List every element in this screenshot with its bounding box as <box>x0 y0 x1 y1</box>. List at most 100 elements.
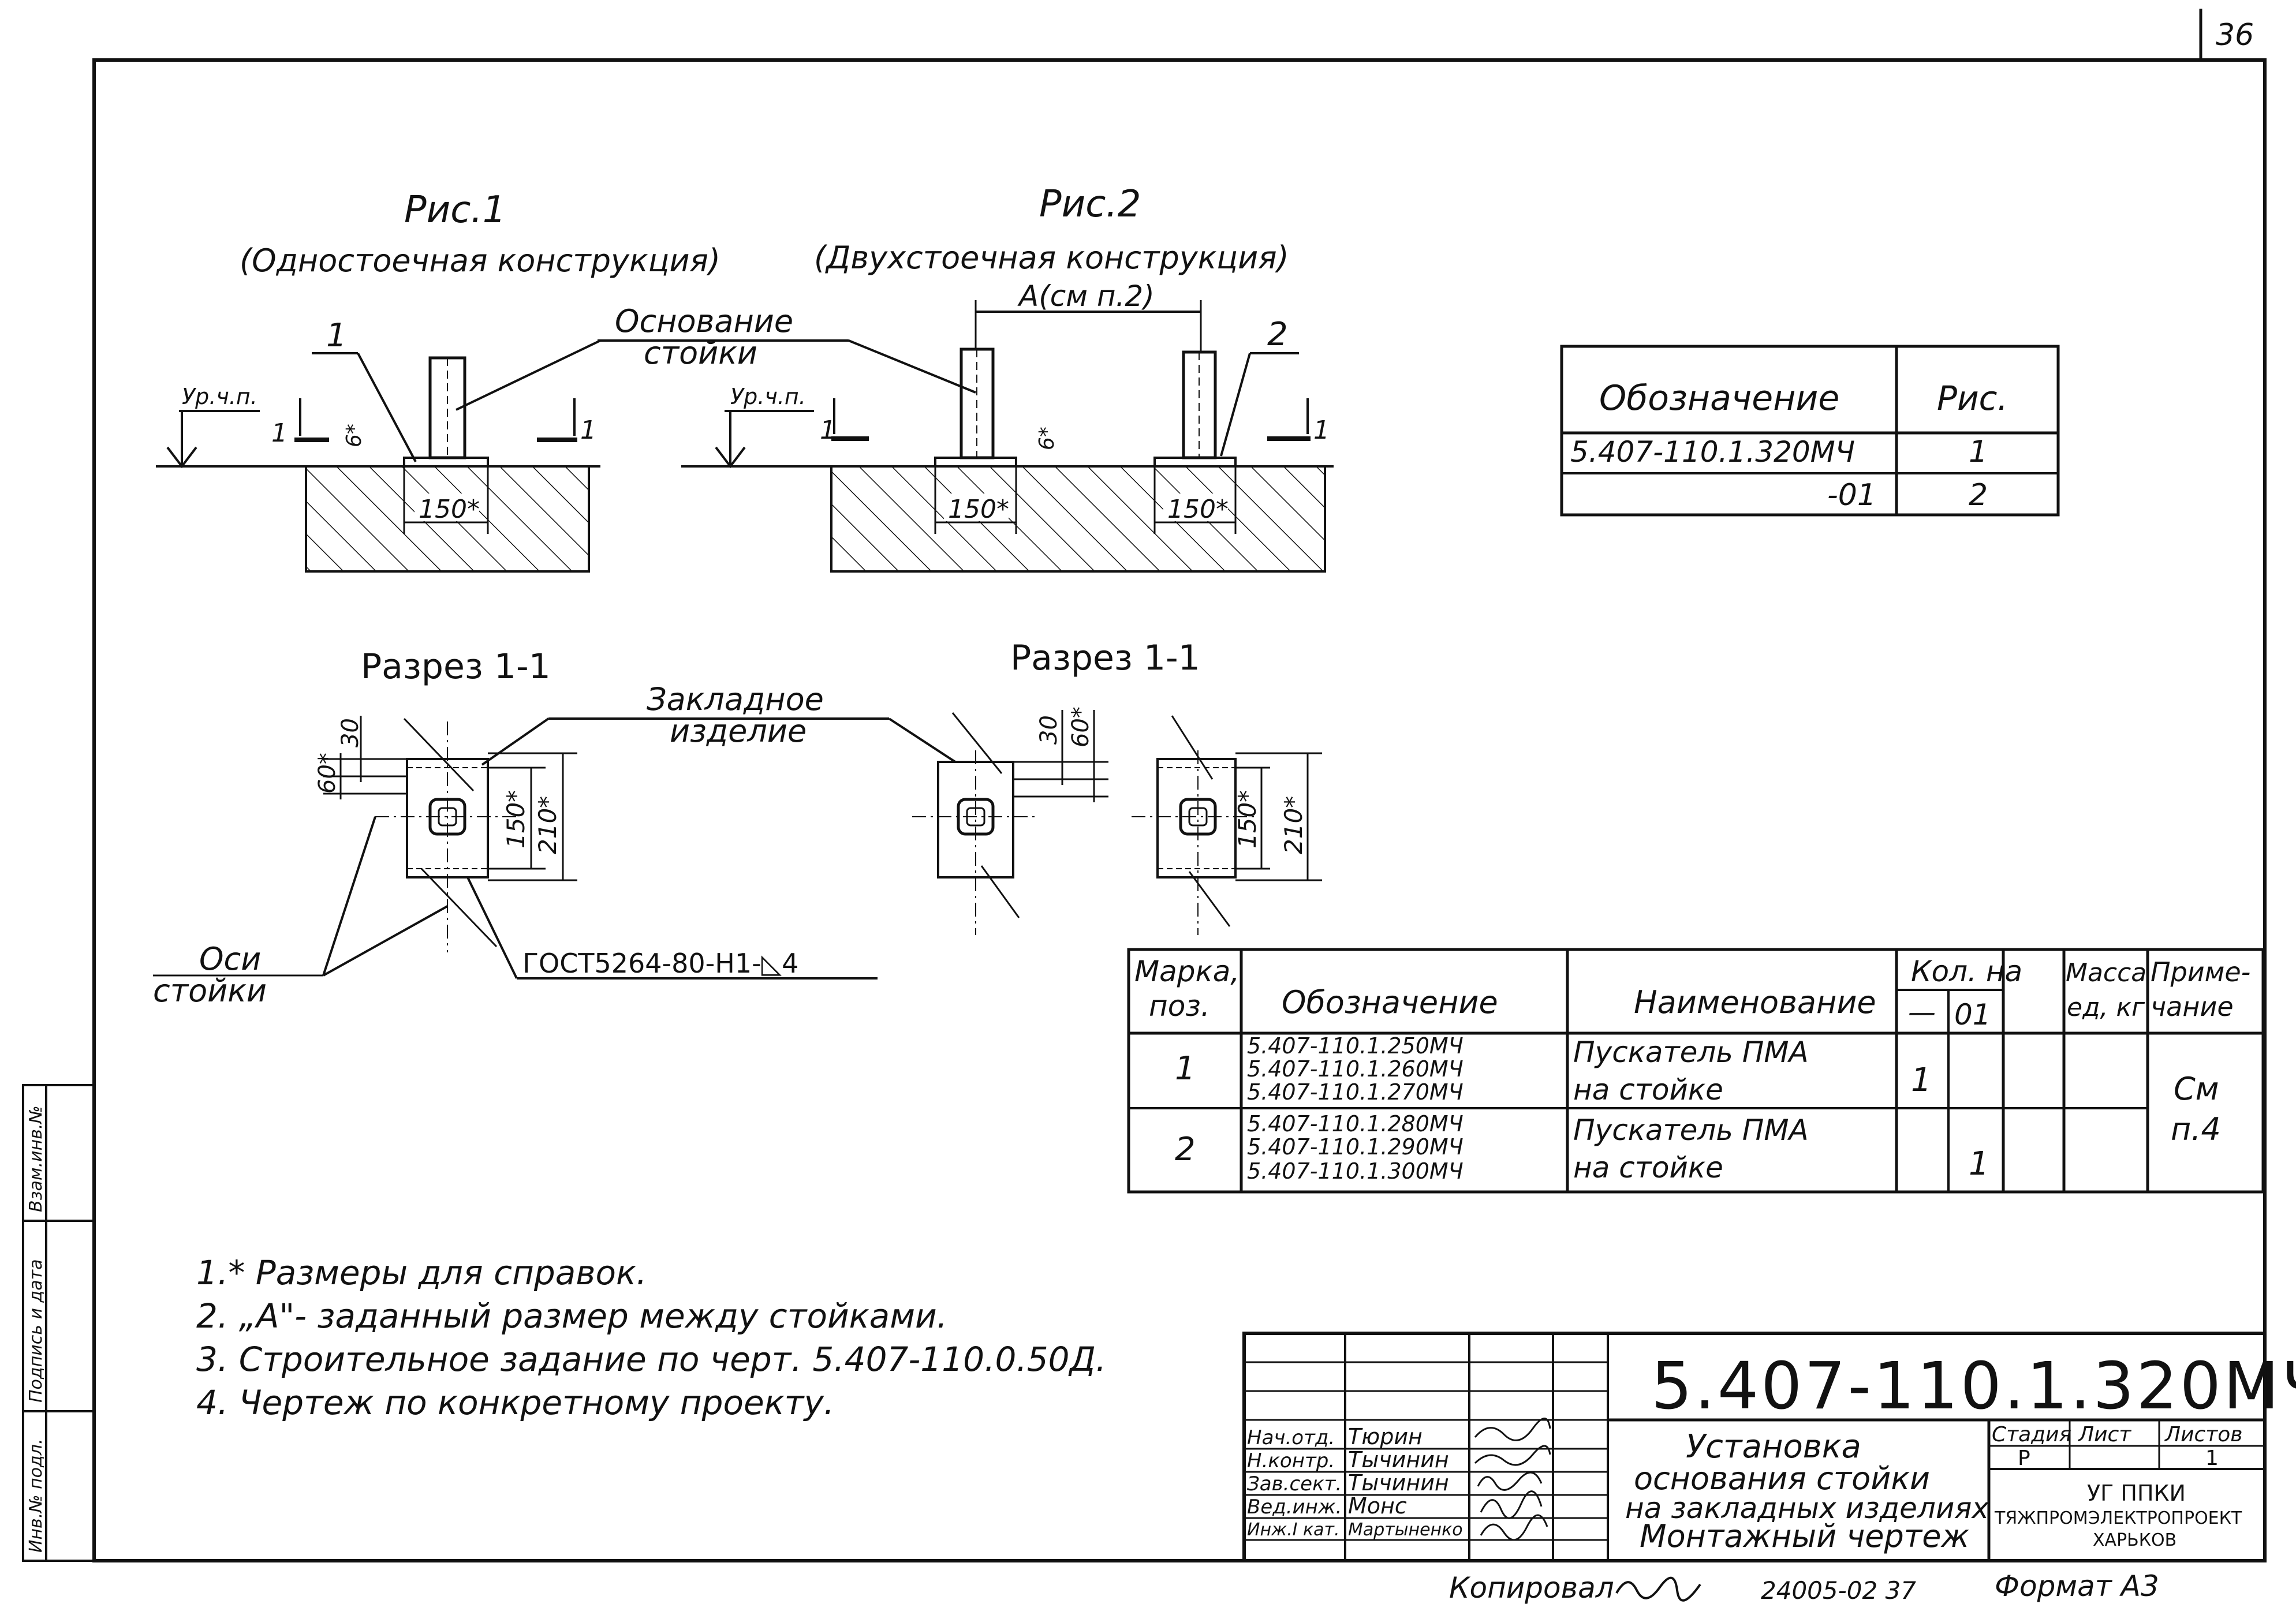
svg-text:Обозначение: Обозначение <box>1282 984 1498 1020</box>
section-1-1-fig2: Разрез 1-1 30 60* 150* 210* <box>912 638 1322 935</box>
svg-text:А(см п.2): А(см п.2) <box>1017 279 1155 313</box>
svg-text:1: 1 <box>820 416 836 445</box>
svg-text:на стойке: на стойке <box>1573 1073 1723 1106</box>
svg-text:Монс: Монс <box>1348 1493 1407 1519</box>
svg-text:-01: -01 <box>1827 478 1876 513</box>
svg-text:Зав.сект.: Зав.сект. <box>1247 1472 1342 1496</box>
svg-text:5.407-110.1.270МЧ: 5.407-110.1.270МЧ <box>1247 1079 1464 1105</box>
svg-text:Оси: Оси <box>199 941 261 977</box>
svg-text:Копировал: Копировал <box>1449 1571 1614 1605</box>
svg-text:—: — <box>1908 996 1936 1029</box>
svg-text:30: 30 <box>1036 715 1062 745</box>
spec-table: Марка, поз. Обозначение Наименование Кол… <box>1127 948 2265 1194</box>
svg-text:Р: Р <box>2018 1446 2030 1470</box>
svg-text:на стойке: на стойке <box>1573 1151 1723 1184</box>
svg-text:1: 1 <box>2205 1446 2219 1470</box>
svg-text:5.407-110.1.250МЧ: 5.407-110.1.250МЧ <box>1247 1033 1464 1059</box>
fig2-subtitle: (Двухстоечная конструкция) <box>814 240 1289 276</box>
svg-text:Инж.I кат.: Инж.I кат. <box>1247 1520 1340 1540</box>
fig1-title: Рис.1 <box>404 189 506 231</box>
svg-text:60*: 60* <box>314 753 341 794</box>
svg-text:ТЯЖПРОМЭЛЕКТРОПРОЕКТ: ТЯЖПРОМЭЛЕКТРОПРОЕКТ <box>1994 1508 2242 1528</box>
svg-text:5.407-110.1.260МЧ: 5.407-110.1.260МЧ <box>1247 1056 1464 1082</box>
svg-text:Вед.инж.: Вед.инж. <box>1247 1496 1342 1519</box>
svg-text:1: 1 <box>580 416 596 445</box>
document-code: 5.407-110.1.320МЧ <box>1651 1349 2296 1424</box>
figure-2: Рис.2 (Двухстоечная конструкция) А(см п.… <box>681 183 1334 573</box>
sheet-number: 36 <box>2216 18 2254 53</box>
svg-text:5.407-110.1.280МЧ: 5.407-110.1.280МЧ <box>1247 1111 1464 1137</box>
svg-text:1: 1 <box>271 418 288 448</box>
sheet-frame <box>92 58 2267 1562</box>
svg-text:Марка,: Марка, <box>1134 955 1240 988</box>
svg-text:150*: 150* <box>1233 790 1261 848</box>
svg-text:Масса: Масса <box>2066 958 2146 988</box>
section-title-1: Разрез 1-1 <box>361 646 551 687</box>
svg-text:Нач.отд.: Нач.отд. <box>1247 1426 1335 1449</box>
svg-text:Ур.ч.п.: Ур.ч.п. <box>730 384 806 409</box>
svg-text:4. Чертеж по конкретному проек: 4. Чертеж по конкретному проекту. <box>196 1383 834 1422</box>
svg-text:на закладных изделиях: на закладных изделиях <box>1625 1491 1989 1525</box>
svg-text:Пускатель ПМА: Пускатель ПМА <box>1573 1113 1809 1147</box>
svg-text:Пускатель ПМА: Пускатель ПМА <box>1573 1035 1809 1069</box>
svg-text:150*: 150* <box>1167 495 1229 524</box>
svg-text:6*: 6* <box>1035 427 1059 450</box>
svg-text:2: 2 <box>1175 1131 1196 1168</box>
svg-text:2: 2 <box>1969 478 1988 513</box>
svg-text:См: См <box>2174 1071 2219 1107</box>
title-block: 5.407-110.1.320МЧ Установка основания ст… <box>1242 1332 2296 1562</box>
svg-text:Мартыненко: Мартыненко <box>1348 1520 1463 1540</box>
svg-text:Ур.ч.п.: Ур.ч.п. <box>182 384 257 409</box>
svg-text:Тюрин: Тюрин <box>1348 1424 1423 1449</box>
section-title-2: Разрез 1-1 <box>1010 638 1200 678</box>
svg-text:1: 1 <box>326 317 347 354</box>
svg-text:Взам.инв.№: Взам.инв.№ <box>26 1105 46 1212</box>
svg-text:210*: 210* <box>1279 796 1308 854</box>
svg-text:2. „А"- заданный размер между: 2. „А"- заданный размер между стойками. <box>196 1296 947 1336</box>
footer: Копировал 24005-02 37 Формат А3 <box>1449 1569 2159 1605</box>
svg-text:30: 30 <box>337 718 364 747</box>
svg-text:1.* Размеры для справок.: 1.* Размеры для справок. <box>196 1253 647 1292</box>
svg-text:чание: чание <box>2151 991 2234 1022</box>
svg-text:п.4: п.4 <box>2171 1111 2221 1147</box>
notes: 1.* Размеры для справок. 2. „А"- заданны… <box>196 1253 1106 1422</box>
svg-text:ХАРЬКОВ: ХАРЬКОВ <box>2093 1530 2176 1550</box>
svg-text:Тычинин: Тычинин <box>1348 1470 1449 1496</box>
svg-text:Закладное: Закладное <box>647 681 824 717</box>
svg-text:Листов: Листов <box>2164 1423 2242 1446</box>
svg-text:150*: 150* <box>502 790 530 848</box>
svg-text:Установка: Установка <box>1686 1428 1861 1466</box>
section-1-1-fig1: Разрез 1-1 60* 30 150* 210* Закладное из… <box>153 646 965 1009</box>
svg-text:3. Строительное задание по чер: 3. Строительное задание по черт. 5.407-1… <box>196 1340 1106 1379</box>
svg-text:2: 2 <box>1267 316 1288 353</box>
svg-text:Наименование: Наименование <box>1634 984 1876 1020</box>
fig2-title: Рис.2 <box>1039 183 1141 226</box>
svg-text:Основание: Основание <box>615 303 793 339</box>
svg-text:ед, кг: ед, кг <box>2067 993 2145 1022</box>
svg-text:Инв.№ подл.: Инв.№ подл. <box>26 1439 46 1553</box>
svg-text:Стадия: Стадия <box>1992 1423 2071 1446</box>
svg-text:основания стойки: основания стойки <box>1634 1460 1930 1497</box>
svg-text:Формат А3: Формат А3 <box>1995 1569 2159 1603</box>
figure-1: Рис.1 (Одностоечная конструкция) Ур.ч.п.… <box>156 189 793 573</box>
svg-text:Кол. на: Кол. на <box>1911 955 2022 988</box>
svg-text:1: 1 <box>1313 416 1330 445</box>
svg-text:5.407-110.1.300МЧ: 5.407-110.1.300МЧ <box>1247 1158 1464 1184</box>
svg-text:ГОСТ5264-80-Н1-◺4: ГОСТ5264-80-Н1-◺4 <box>522 948 798 979</box>
svg-text:1: 1 <box>1175 1050 1196 1087</box>
svg-text:5.407-110.1.320МЧ: 5.407-110.1.320МЧ <box>1570 435 1855 469</box>
svg-text:УГ ППКИ: УГ ППКИ <box>2087 1481 2186 1506</box>
svg-text:01: 01 <box>1954 998 1991 1031</box>
svg-text:1: 1 <box>1969 1145 1989 1183</box>
svg-text:6*: 6* <box>342 424 366 447</box>
svg-text:Тычинин: Тычинин <box>1348 1447 1449 1472</box>
svg-text:поз.: поз. <box>1149 989 1210 1023</box>
svg-text:Лист: Лист <box>2077 1423 2131 1446</box>
fig1-subtitle: (Одностоечная конструкция) <box>240 242 720 279</box>
svg-text:1: 1 <box>1969 435 1988 469</box>
svg-text:5.407-110.1.290МЧ: 5.407-110.1.290МЧ <box>1247 1134 1464 1160</box>
svg-text:Монтажный чертеж: Монтажный чертеж <box>1640 1518 1969 1554</box>
svg-text:1: 1 <box>1911 1061 1932 1099</box>
svg-text:24005-02 37: 24005-02 37 <box>1761 1576 1916 1605</box>
